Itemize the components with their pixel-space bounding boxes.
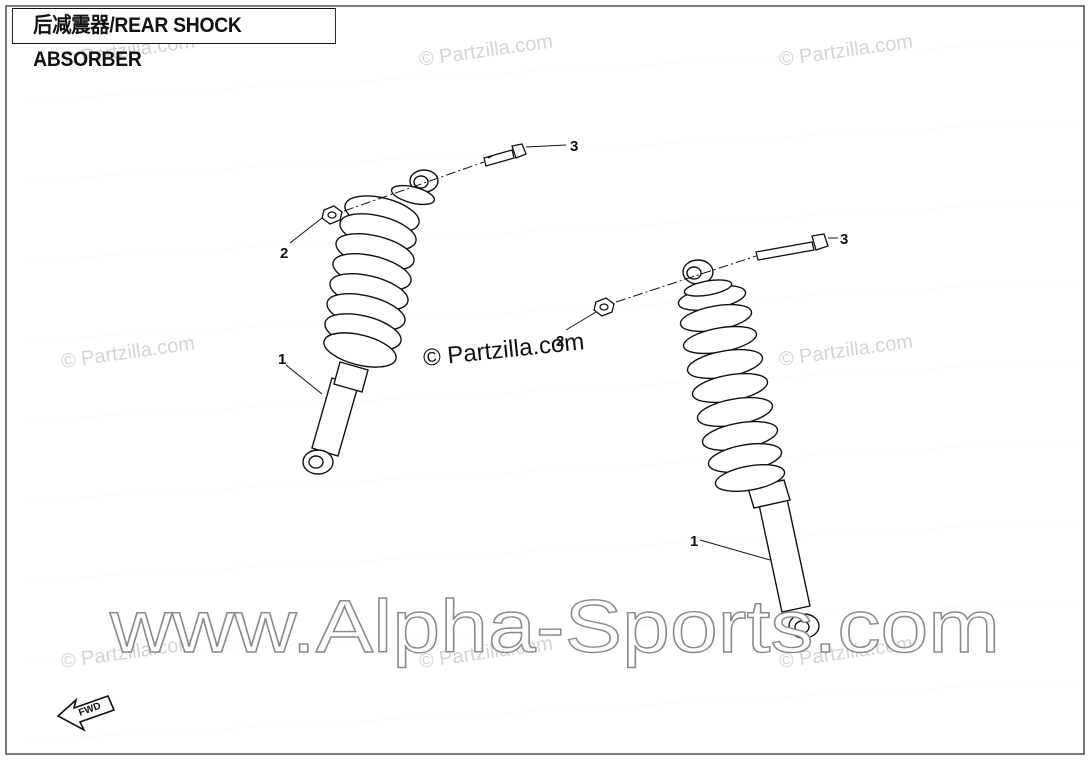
callout-label-2-left: 2 [280,245,288,262]
callout-label-3-right: 3 [840,231,848,248]
left-bolt [483,143,527,167]
left-shock-body [311,377,359,457]
right-callouts [565,237,838,561]
diagram-title: 后减震器/REAR SHOCK ABSORBER [12,8,336,71]
watermark-text: © Partzilla.com [60,332,197,373]
left-axis-line [343,161,485,212]
right-nut [593,297,615,317]
fwd-arrow-icon: FWD [56,694,116,732]
left-spring [323,195,420,368]
callout-label-3-left: 3 [570,138,578,155]
right-shock-absorber [677,259,820,639]
left-shock-absorber [302,169,439,475]
watermark-text: © Partzilla.com [418,30,555,71]
right-spring [677,284,786,492]
callout-label-2-right: 2 [556,333,564,350]
callout-label-1-left: 1 [278,351,286,368]
watermark-text: © Partzilla.com [778,330,915,371]
watermark-text: © Partzilla.com [778,30,915,71]
background-texture [29,39,1081,741]
left-shock-collar [333,361,369,393]
watermark-banner: www.Alpha-Sports.com [109,585,1000,668]
left-callouts [285,144,567,395]
callout-label-1-right: 1 [690,533,698,550]
watermark-center: © Partzilla.com [422,328,586,372]
left-nut [321,205,343,225]
right-bolt [755,233,829,261]
right-axis-line [615,255,757,303]
page-frame [5,5,1085,755]
